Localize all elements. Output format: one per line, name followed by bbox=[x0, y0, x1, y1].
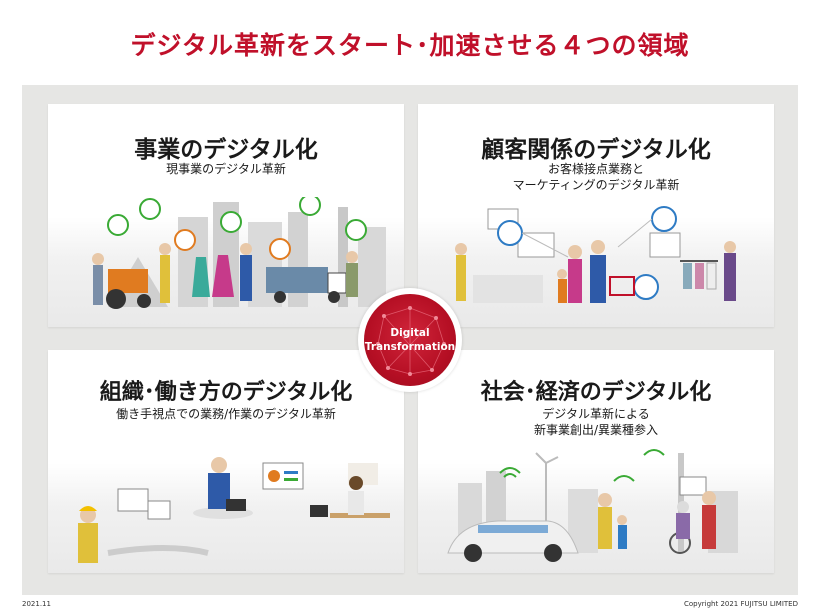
card-subtitle: デジタル革新による bbox=[542, 407, 650, 421]
footer-date: 2021.11 bbox=[22, 600, 51, 608]
card-workstyle-digitalization: 組織･働き方のデジタル化 働き手視点での業務/作業のデジタル革新 bbox=[48, 350, 404, 573]
card-heading: 事業のデジタル化 bbox=[134, 137, 318, 163]
card-heading: 顧客関係のデジタル化 bbox=[481, 137, 711, 163]
card-subtitle: 働き手視点での業務/作業のデジタル革新 bbox=[116, 407, 336, 421]
page-title: デジタル革新をスタート･加速させる４つの領域 bbox=[130, 31, 690, 60]
card-subtitle-line2: 新事業創出/異業種参入 bbox=[533, 423, 659, 437]
card-heading: 組織･働き方のデジタル化 bbox=[99, 380, 353, 405]
network-pattern-icon bbox=[376, 306, 446, 376]
card-subtitle-line2: マーケティングのデジタル革新 bbox=[512, 178, 680, 192]
card-subtitle: お客様接点業務と bbox=[547, 162, 644, 176]
smart-city-illustration bbox=[447, 449, 738, 562]
card-business-digitalization: 事業のデジタル化 現事業のデジタル革新 bbox=[48, 104, 404, 327]
shopping-customers-illustration bbox=[455, 206, 736, 303]
badge-line2: Transformation bbox=[364, 341, 456, 353]
card-society-digitalization: 社会･経済のデジタル化 デジタル革新による 新事業創出/異業種参入 bbox=[418, 350, 774, 573]
factory-retail-illustration bbox=[92, 197, 386, 309]
card-customer-digitalization: 顧客関係のデジタル化 お客様接点業務と マーケティングのデジタル革新 bbox=[418, 104, 774, 327]
workers-office-illustration bbox=[78, 457, 390, 563]
card-heading: 社会･経済のデジタル化 bbox=[480, 380, 712, 405]
badge-line1: Digital bbox=[390, 327, 430, 339]
digital-transformation-badge: Digital Transformation bbox=[358, 288, 462, 392]
card-subtitle: 現事業のデジタル革新 bbox=[166, 162, 286, 176]
footer-copyright: Copyright 2021 FUJITSU LIMITED bbox=[684, 600, 798, 608]
